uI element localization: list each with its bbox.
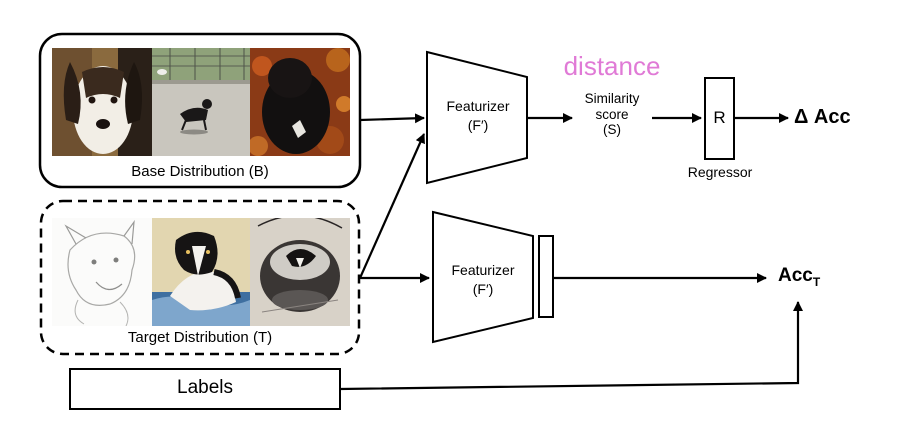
featurizer-top-name: Featurizer: [446, 98, 510, 114]
acc-target-main: Acc: [778, 265, 813, 286]
featurizer-bottom-symbol: (F′): [472, 281, 494, 298]
regressor-caption: Regressor: [687, 164, 753, 180]
featurizer-bottom-label: Featurizer (F′): [437, 262, 529, 297]
arrow-base-to-featurizer: [359, 113, 425, 124]
labels-box-text: Labels: [177, 377, 233, 398]
regressor-box: [704, 77, 735, 160]
base-image-dog-on-road: [152, 48, 250, 156]
featurizer-bottom-block: [432, 210, 534, 344]
base-image-dog-portrait: [52, 48, 152, 156]
featurizer-top-symbol: (F′): [467, 117, 489, 134]
target-distribution-caption: Target Distribution (T): [127, 329, 273, 346]
target-image-pencil-sketch: [52, 218, 152, 326]
delta-acc-label: Δ Acc: [794, 106, 851, 128]
labels-box: [69, 368, 341, 410]
distance-label: distance: [563, 51, 661, 81]
featurizer-bottom-name: Featurizer: [451, 262, 515, 278]
base-image-dog-in-leaves: [250, 48, 350, 156]
similarity-score-label: Similarity score (S): [562, 91, 662, 138]
acc-target-subscript: T: [812, 274, 821, 289]
arrow-labels-to-acc: [339, 301, 803, 391]
target-image-painted-dog: [152, 218, 250, 326]
similarity-line-1: Similarity: [584, 91, 640, 106]
similarity-line-2: score: [595, 106, 629, 122]
target-image-dog-in-hat: [250, 218, 350, 326]
base-distribution-caption: Base Distribution (B): [131, 163, 269, 180]
acc-target-label: AccT: [778, 265, 858, 290]
regressor-box-label: R: [713, 108, 726, 127]
featurizer-top-block: [426, 50, 528, 185]
similarity-line-3: (S): [603, 122, 621, 138]
featurizer-top-label: Featurizer (F′): [432, 98, 524, 133]
feature-vector-block: [538, 235, 554, 318]
arrow-target-to-featurizer-top: [358, 133, 426, 279]
